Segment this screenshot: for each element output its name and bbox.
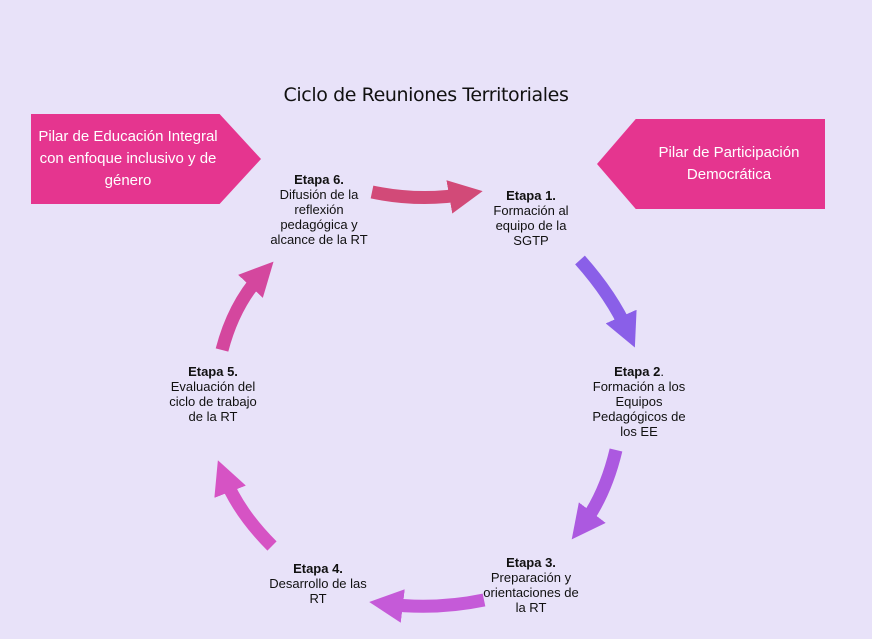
stage-4-body: Desarrollo de las RT [269,576,367,606]
stage-1: Etapa 1. Formación al equipo de la SGTP [478,188,584,248]
stage-1-body: Formación al equipo de la SGTP [493,203,569,248]
pillar-right-shape: Pilar de Participación Democrática [597,119,825,209]
stage-3-title: Etapa 3. [506,555,556,570]
stage-2-title: Etapa 2 [614,364,661,379]
arrow-3-to-4 [369,589,486,623]
stage-2-body: Formación a los Equipos Pedagógicos de l… [592,379,686,439]
stage-6: Etapa 6. Difusión de la reflexión pedagó… [268,172,370,247]
arrow-4-to-5 [214,460,277,551]
stage-5-title: Etapa 5. [188,364,238,379]
stage-4-title: Etapa 4. [293,561,343,576]
arrow-2-to-3 [571,448,623,540]
stage-3: Etapa 3. Preparación y orientaciones de … [480,555,582,615]
pillar-left-label: Pilar de Educación Integral con enfoque … [38,128,218,189]
stage-6-title: Etapa 6. [294,172,344,187]
stage-3-body: Preparación y orientaciones de la RT [483,570,579,615]
stage-5-body: Evaluación del ciclo de trabajo de la RT [169,379,257,424]
stage-4: Etapa 4. Desarrollo de las RT [268,561,368,606]
stage-2: Etapa 2. Formación a los Equipos Pedagóg… [590,364,688,439]
diagram-title: Ciclo de Reuniones Territoriales [283,84,569,106]
arrow-5-to-6 [215,261,274,352]
stage-6-body: Difusión de la reflexión pedagógica y al… [270,187,368,247]
pillar-left-shape: Pilar de Educación Integral con enfoque … [31,114,261,204]
stage-1-title: Etapa 1. [506,188,556,203]
stage-5: Etapa 5. Evaluación del ciclo de trabajo… [162,364,264,424]
pillar-right-label: Pilar de Participación Democrática [658,144,800,183]
stage-2-suffix: . [660,364,664,379]
arrow-1-to-2 [575,255,637,348]
arrow-6-to-1 [370,180,483,214]
